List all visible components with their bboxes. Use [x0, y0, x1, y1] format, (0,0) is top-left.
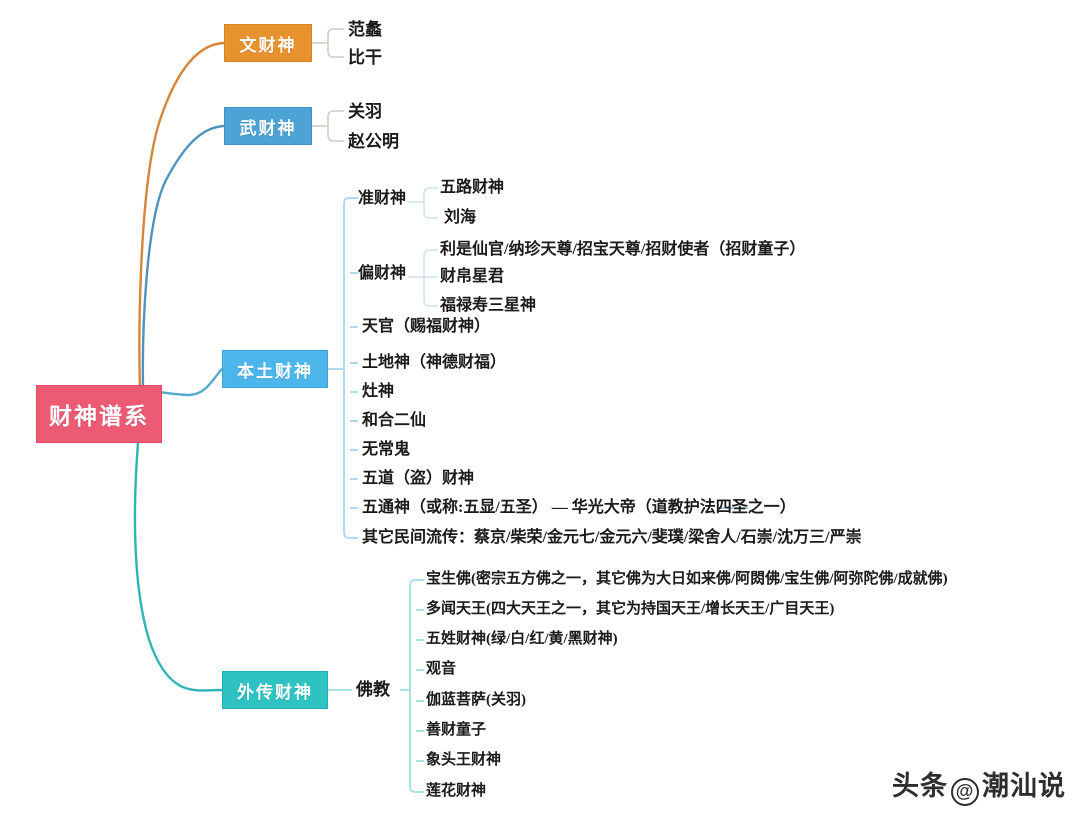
- leaf-bentu-4[interactable]: 灶神: [362, 383, 395, 400]
- watermark: 头条@潮汕说: [892, 764, 1066, 806]
- edge-pian-bracket: [423, 249, 431, 307]
- root-node-label: 财神谱系: [49, 404, 149, 429]
- leaf-bentu-2[interactable]: 天官（赐福财神）: [362, 318, 491, 335]
- edge-fojiao-spine: [409, 579, 417, 793]
- branch-node-wu-caishen[interactable]: 武财神: [224, 107, 312, 145]
- leaf-bentu-8[interactable]: 五通神（或称:五显/五圣） — 华光大帝（道教护法四圣之一）: [362, 499, 796, 516]
- leaf-fojiao-3[interactable]: 观音: [426, 661, 457, 677]
- group-fojiao[interactable]: 佛教: [356, 680, 390, 699]
- group-pian-caishen[interactable]: 偏财神: [358, 265, 407, 282]
- leaf-fojiao-5[interactable]: 善财童子: [426, 722, 487, 738]
- root-node[interactable]: 财神谱系: [36, 385, 162, 443]
- edge-wen-bracket: [327, 28, 335, 58]
- branch-node-wen-caishen[interactable]: 文财神: [224, 24, 312, 62]
- edge-root-to-waizhuan: [133, 441, 224, 692]
- branch-node-bentu-caishen[interactable]: 本土财神: [222, 350, 328, 388]
- branch-node-waizhuan-caishen[interactable]: 外传财神: [222, 671, 328, 709]
- leaf-bentu-7[interactable]: 五道（盗）财神: [362, 470, 475, 487]
- edge-wu-bracket: [327, 110, 335, 142]
- leaf-fojiao-6[interactable]: 象头王财神: [426, 752, 502, 768]
- leaf-bentu-5[interactable]: 和合二仙: [362, 412, 427, 429]
- leaf-wen-1[interactable]: 比干: [348, 48, 382, 67]
- leaf-wu-0[interactable]: 关羽: [348, 102, 382, 121]
- edge-bentu-spine: [343, 197, 351, 539]
- branch-node-wu-caishen-label: 武财神: [239, 118, 297, 138]
- group-zhun-caishen[interactable]: 准财神: [358, 190, 407, 207]
- branch-node-waizhuan-caishen-label: 外传财神: [237, 682, 313, 702]
- leaf-bentu-3[interactable]: 土地神（神德财福）: [362, 354, 507, 371]
- leaf-wu-1[interactable]: 赵公明: [348, 132, 399, 151]
- branch-node-bentu-caishen-label: 本土财神: [237, 361, 313, 381]
- watermark-account: 潮汕说: [982, 771, 1066, 801]
- leaf-pian-1[interactable]: 财帛星君: [440, 268, 505, 285]
- leaf-zhun-0[interactable]: 五路财神: [440, 179, 505, 196]
- leaf-fojiao-7[interactable]: 莲花财神: [426, 783, 487, 799]
- leaf-bentu-9[interactable]: 其它民间流传：蔡京/柴荣/金元七/金元六/斐璞/梁舍人/石崇/沈万三/严崇: [362, 529, 862, 546]
- leaf-fojiao-1[interactable]: 多闻天王(四大天王之一，其它为持国天王/增长天王/广目天王): [426, 601, 835, 617]
- watermark-platform: 头条: [892, 771, 948, 801]
- branch-node-wen-caishen-label: 文财神: [239, 35, 297, 55]
- leaf-pian-2[interactable]: 福禄寿三星神: [440, 297, 537, 314]
- leaf-wen-0[interactable]: 范蠡: [348, 20, 382, 39]
- leaf-pian-0[interactable]: 利是仙官/纳珍天尊/招宝天尊/招财使者（招财童子）: [440, 241, 806, 258]
- leaf-bentu-6[interactable]: 无常鬼: [362, 441, 411, 458]
- edge-root-to-wu: [141, 124, 226, 390]
- leaf-fojiao-0[interactable]: 宝生佛(密宗五方佛之一，其它佛为大日如来佛/阿閦佛/宝生佛/阿弥陀佛/成就佛): [426, 571, 948, 587]
- leaf-fojiao-4[interactable]: 伽蓝菩萨(关羽): [426, 692, 526, 708]
- edge-zhun-bracket: [423, 187, 431, 219]
- at-icon: @: [951, 778, 979, 806]
- edge-root-to-wen: [138, 41, 226, 390]
- leaf-zhun-1[interactable]: 刘海: [444, 209, 477, 226]
- leaf-fojiao-2[interactable]: 五姓财神(绿/白/红/黄/黑财神): [426, 631, 618, 647]
